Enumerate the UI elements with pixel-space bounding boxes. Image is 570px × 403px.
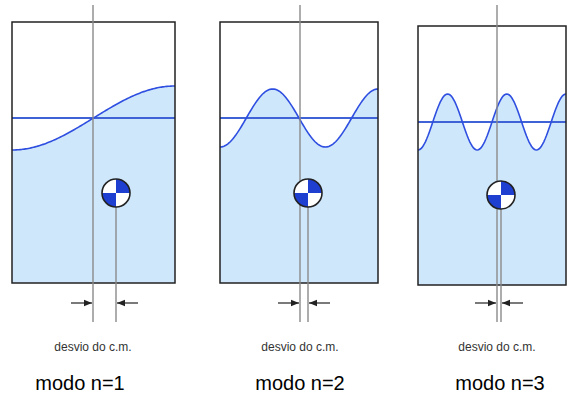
cm-symbol bbox=[294, 179, 322, 207]
mode-label: modo n=3 bbox=[455, 372, 545, 395]
tank-wall bbox=[418, 26, 566, 285]
cm-line bbox=[500, 195, 501, 322]
center-line bbox=[496, 5, 497, 322]
tank-wall bbox=[220, 22, 378, 283]
mode-label: modo n=2 bbox=[255, 372, 345, 395]
dimension-arrow bbox=[502, 302, 523, 303]
wave-surface bbox=[418, 94, 566, 150]
dimension-arrow bbox=[71, 302, 92, 303]
dimension-arrow bbox=[278, 302, 299, 303]
offset-label: desvio do c.m. bbox=[458, 340, 535, 354]
tank bbox=[220, 5, 378, 322]
offset-label: desvio do c.m. bbox=[261, 340, 338, 354]
cm-line bbox=[307, 193, 308, 322]
offset-label: desvio do c.m. bbox=[54, 340, 131, 354]
cm-line bbox=[115, 193, 116, 322]
dimension-arrow bbox=[117, 302, 138, 303]
dimension-arrow bbox=[475, 302, 496, 303]
cm-symbol bbox=[102, 179, 130, 207]
tank bbox=[12, 5, 175, 322]
center-line bbox=[92, 5, 93, 322]
tank bbox=[418, 5, 566, 322]
water bbox=[220, 89, 378, 283]
mode-label: modo n=1 bbox=[35, 372, 125, 395]
cm-symbol bbox=[487, 181, 515, 209]
water bbox=[418, 94, 566, 285]
center-line bbox=[299, 5, 300, 322]
wave-surface bbox=[220, 89, 378, 147]
dimension-arrow bbox=[309, 302, 330, 303]
